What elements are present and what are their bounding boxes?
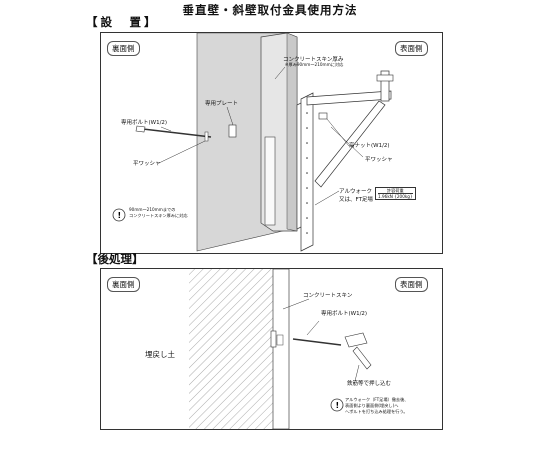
- skin-face: [272, 269, 290, 429]
- caution-icon-after: [330, 398, 344, 412]
- nut: [318, 112, 328, 120]
- note-line-2: 表面側より裏面側(埋戻し)へ: [345, 403, 399, 408]
- skin-thickness-label: コンクリートスキン厚み: [283, 57, 344, 63]
- bolt-back: [142, 128, 212, 138]
- backfill-label: 埋戻し土: [145, 350, 175, 359]
- bracket-arm: [306, 90, 392, 106]
- caution-icon: [112, 208, 126, 222]
- note-line-3: ヘボルトを打ち込み処理を行う。: [345, 409, 408, 414]
- caution-line-1: 90mm～210mmまでの: [129, 207, 176, 212]
- bolt-after: [292, 338, 342, 346]
- after-illustration: !: [189, 269, 372, 429]
- after-panel: ! 裏面側 表面側 コンクリートスキン 専用ボルト(W1/2) 埋戻し土 鉄筋等…: [100, 268, 443, 430]
- washer-right-label: 平ワッシャ: [365, 157, 393, 163]
- skin-thickness-note: ※厚み90mm～210mmに対応: [285, 62, 344, 67]
- plate-back: [228, 124, 237, 138]
- bracket-vertical: [300, 92, 314, 252]
- skin-label-after: コンクリートスキン: [303, 293, 353, 299]
- front-side-tag: 表面側: [395, 41, 428, 56]
- bolt-label: 専用ボルト(W1/2): [121, 120, 168, 126]
- svg-text:!: !: [118, 211, 122, 220]
- fork-label-1: アルウォーク: [339, 189, 372, 195]
- front-side-tag-after: 表面側: [395, 277, 428, 292]
- fork-label-2: 又は、FT足場: [339, 197, 373, 203]
- svg-text:!: !: [336, 401, 340, 410]
- section-heading-after: 【後処理】: [86, 252, 144, 266]
- washer-left-label: 平ワッシャ: [133, 161, 161, 167]
- note-line-1: アルウォーク（FT足場）撤去後、: [345, 397, 409, 402]
- plate-label: 専用プレート: [205, 101, 239, 107]
- load-value: 1.96kN {200kg}: [378, 193, 413, 200]
- clamp-post: [380, 70, 390, 102]
- nut-label: 高ナット(W1/2): [349, 143, 390, 149]
- plate-slot: [264, 136, 276, 226]
- section-heading-install: 【設 置】: [86, 15, 159, 29]
- bracket-brace: [314, 100, 386, 188]
- caution-line-2: コンクリートスキン厚みに対応: [129, 213, 188, 218]
- load-label: 許容荷重: [386, 188, 404, 193]
- back-side-tag-after: 裏面側: [107, 277, 140, 292]
- load-box: 許容荷重 1.96kN {200kg}: [375, 187, 416, 201]
- page-title: 垂直壁・斜壁取付金具使用方法: [182, 3, 358, 17]
- bolt-label-after: 専用ボルト(W1/2): [321, 311, 368, 317]
- skin-hatch: [189, 269, 289, 429]
- rebar-tool: [344, 332, 368, 348]
- install-illustration: !: [112, 33, 394, 252]
- push-label: 鉄筋等で押し込む: [347, 381, 392, 387]
- plate-back-after: [270, 330, 277, 348]
- back-side-tag: 裏面側: [107, 41, 140, 56]
- install-panel: ! 裏面側 表面側 コンクリートスキン厚み ※厚み90mm～210mmに対応 専…: [100, 32, 443, 254]
